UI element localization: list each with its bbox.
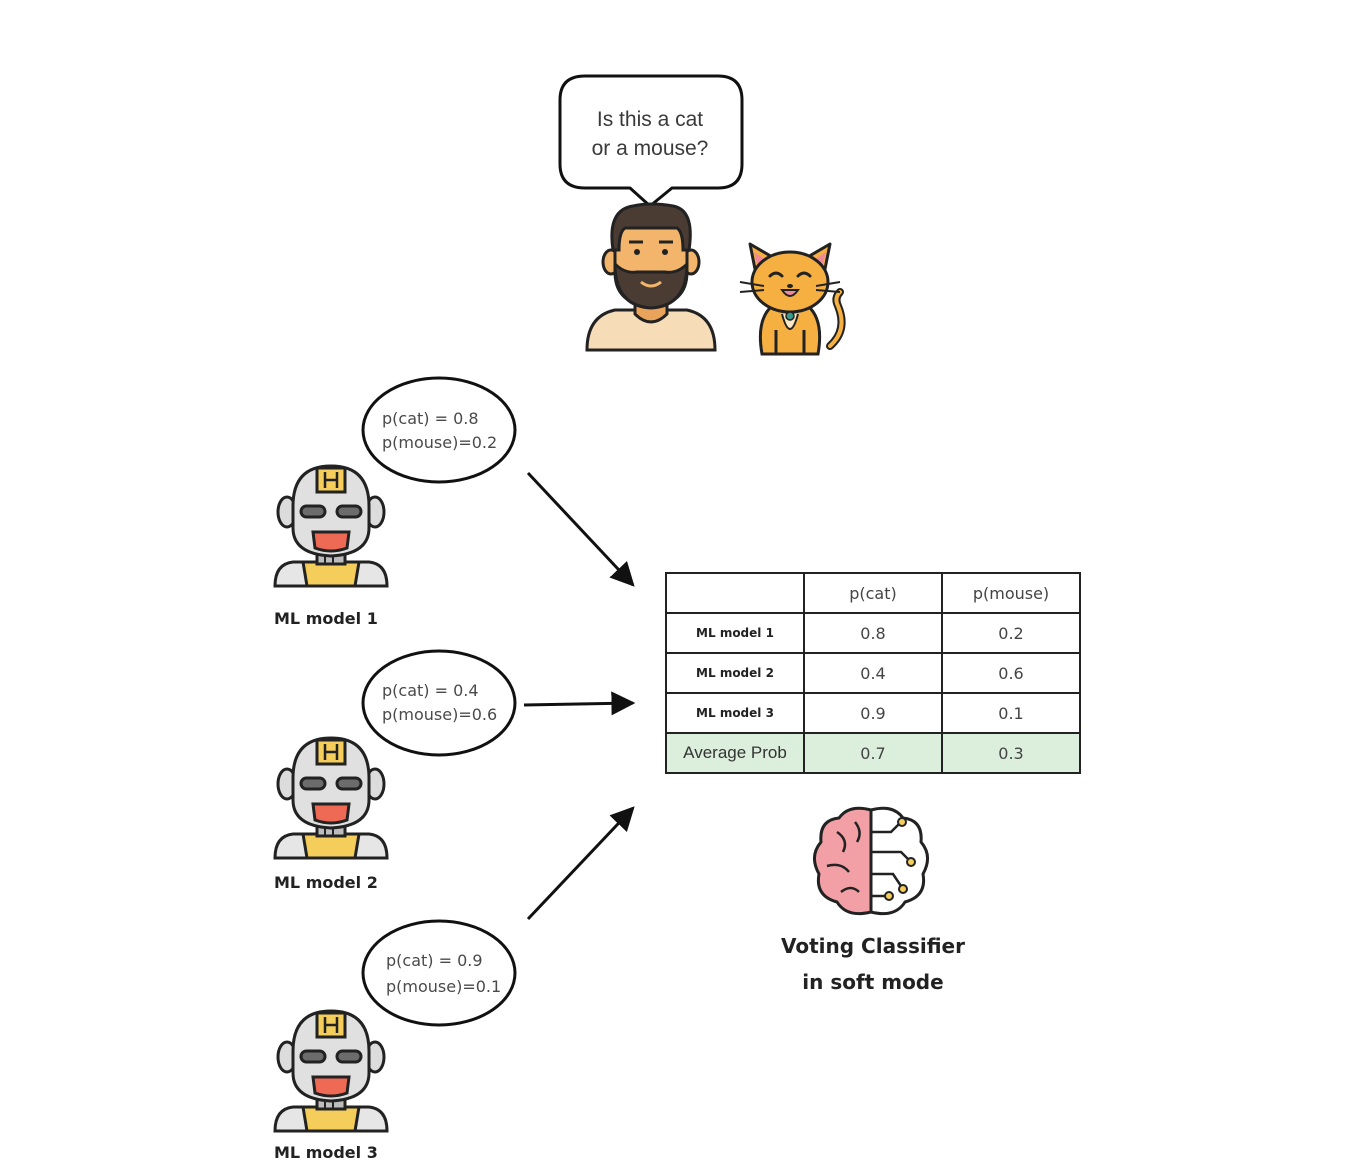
table-header-cell: p(cat) — [803, 572, 943, 614]
average-cell: 0.3 — [941, 732, 1081, 774]
table-row: ML model 3 0.9 0.1 — [665, 692, 1081, 734]
model-3-label: ML model 3 — [274, 1143, 378, 1162]
table-row: ML model 1 0.8 0.2 — [665, 612, 1081, 654]
table-row-label: ML model 1 — [665, 612, 805, 654]
model-3-pcat: p(cat) = 0.9 — [386, 951, 483, 970]
caption-line-2: in soft mode — [802, 970, 944, 994]
model-3-bubble — [361, 919, 517, 1027]
model-3-pmouse: p(mouse)=0.1 — [386, 977, 502, 996]
average-row: Average Prob 0.7 0.3 — [665, 732, 1081, 774]
probability-table: p(cat) p(mouse) ML model 1 0.8 0.2 ML mo… — [665, 572, 1081, 774]
question-line-1: Is this a cat — [596, 108, 704, 131]
model-2-pmouse: p(mouse)=0.6 — [382, 705, 498, 724]
table-header-cell — [665, 572, 805, 614]
model-2-pcat: p(cat) = 0.4 — [382, 681, 479, 700]
average-cell: 0.7 — [803, 732, 943, 774]
table-header-row: p(cat) p(mouse) — [665, 572, 1081, 614]
arrow-model-1 — [526, 471, 635, 587]
arrow-model-2 — [523, 691, 636, 716]
model-1-pcat: p(cat) = 0.8 — [382, 409, 479, 428]
brain-icon — [813, 806, 929, 916]
table-row-label: ML model 2 — [665, 652, 805, 694]
model-2-label: ML model 2 — [274, 873, 378, 892]
table-header-cell: p(mouse) — [941, 572, 1081, 614]
question-line-2: or a mouse? — [591, 137, 709, 160]
model-1-bubble — [361, 376, 517, 484]
table-cell: 0.9 — [803, 692, 943, 734]
caption-line-1: Voting Classifier — [780, 934, 965, 958]
model-1-label: ML model 1 — [274, 609, 378, 628]
arrow-model-3 — [526, 806, 635, 921]
model-1-pmouse: p(mouse)=0.2 — [382, 433, 498, 452]
robot-icon — [273, 1009, 389, 1133]
table-cell: 0.4 — [803, 652, 943, 694]
average-row-label: Average Prob — [665, 732, 805, 774]
table-cell: 0.6 — [941, 652, 1081, 694]
cat-icon — [739, 242, 846, 356]
model-2-bubble — [361, 649, 517, 757]
table-row-label: ML model 3 — [665, 692, 805, 734]
table-cell: 0.8 — [803, 612, 943, 654]
table-row: ML model 2 0.4 0.6 — [665, 652, 1081, 694]
question-bubble — [558, 74, 744, 208]
table-cell: 0.2 — [941, 612, 1081, 654]
table-cell: 0.1 — [941, 692, 1081, 734]
robot-icon — [273, 736, 389, 860]
robot-icon — [273, 464, 389, 588]
person-icon — [585, 202, 717, 352]
